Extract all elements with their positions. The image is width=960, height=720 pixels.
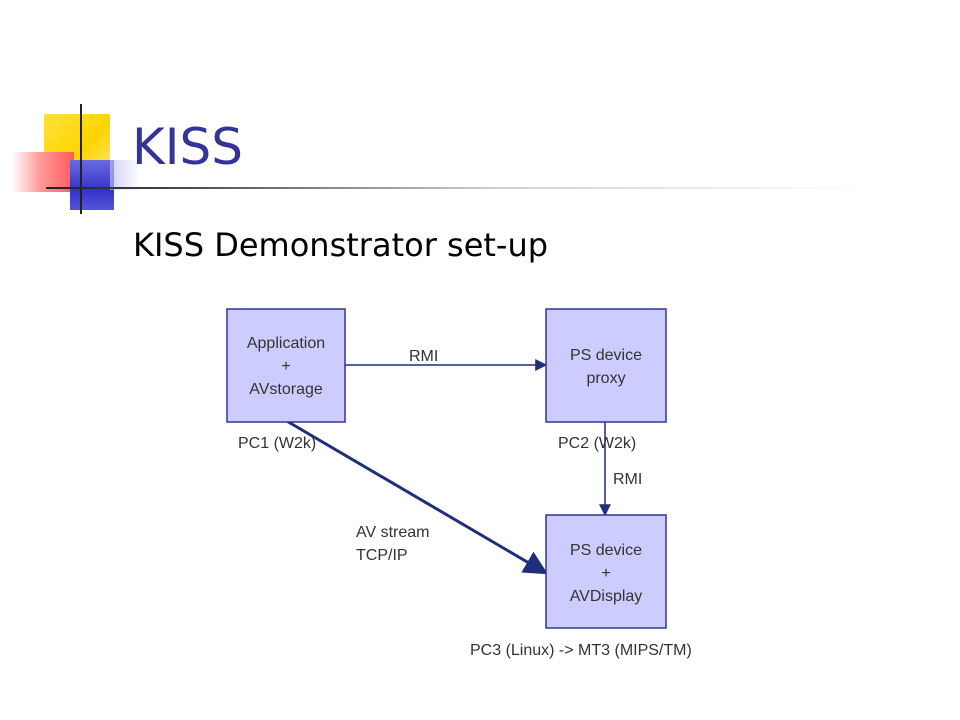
edge-label-app-proxy: RMI: [409, 348, 438, 365]
edge-label-proxy-display: RMI: [613, 471, 642, 488]
node-application: Application + AVstorage: [226, 308, 346, 423]
decor-vertical-line: [80, 104, 82, 214]
edge-label-tcp-ip: TCP/IP: [356, 547, 408, 564]
decor-red-bar: [12, 152, 74, 192]
node-application-line-3: AVstorage: [249, 381, 323, 398]
node-display-box: [545, 514, 667, 629]
edge-app-to-display: [284, 418, 549, 575]
node-proxy-line-1: PS device: [570, 347, 642, 364]
edge-label-av-stream: AV stream: [356, 524, 430, 541]
node-proxy-line-2: proxy: [586, 370, 625, 387]
slide-subtitle: KISS Demonstrator set-up: [133, 226, 549, 264]
slide-title: KISS: [132, 118, 244, 176]
node-application-line-1: Application: [247, 335, 325, 352]
node-display-line-2: +: [601, 565, 610, 582]
node-application-caption: PC1 (W2k): [238, 435, 316, 452]
node-application-box: [226, 308, 346, 423]
decor-blue-square: [70, 160, 114, 210]
node-display-caption: PC3 (Linux) -> MT3 (MIPS/TM): [470, 642, 692, 659]
node-display-line-3: AVDisplay: [570, 588, 643, 605]
node-display-line-1: PS device: [570, 542, 642, 559]
node-proxy-box: [545, 308, 667, 423]
title-underline: [46, 187, 866, 189]
node-proxy-caption: PC2 (W2k): [558, 435, 636, 452]
node-display: PS device + AVDisplay: [545, 514, 667, 629]
node-application-line-2: +: [281, 358, 290, 375]
node-proxy: PS device proxy: [545, 308, 667, 423]
decor-blue-fade: [110, 160, 140, 190]
